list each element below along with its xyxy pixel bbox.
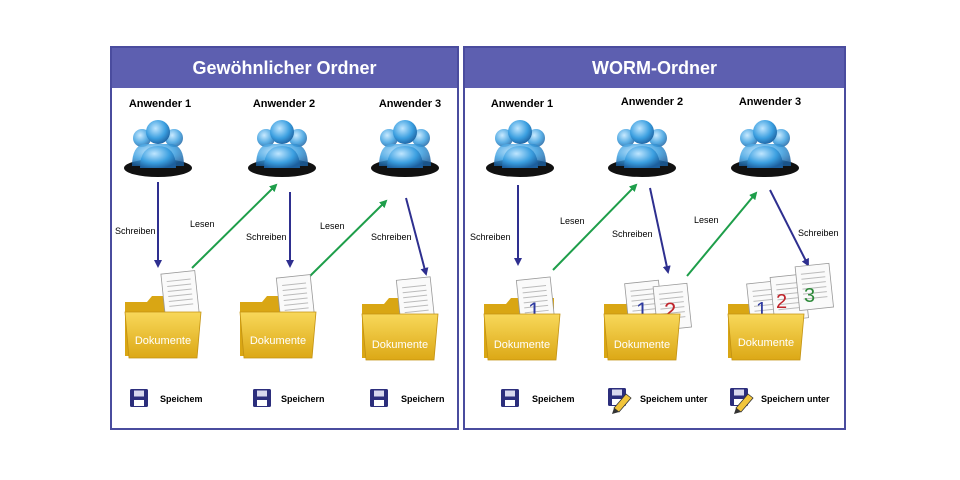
folder-label-right-2: Dokumente	[614, 339, 670, 351]
folder-label-left-3: Dokumente	[372, 339, 428, 351]
save-label-left-3: Speichern	[401, 394, 445, 404]
floppy-icon-left-3	[370, 389, 388, 407]
read-arrow-right-2	[686, 191, 758, 277]
user3-icon-right	[731, 120, 799, 177]
folder-left-3: Dokumente	[361, 276, 439, 361]
save-label-right-1: Speichem	[532, 394, 575, 404]
folder-label-right-1: Dokumente	[494, 339, 550, 351]
floppy-icon-right-1	[501, 389, 519, 407]
folder-label-left-1: Dokumente	[135, 335, 191, 347]
write-arrow-right-2	[649, 187, 671, 274]
read-label-right-1: Lesen	[560, 216, 585, 226]
user2-icon-left	[248, 120, 316, 177]
save-as-label-right-2: Speichem unter	[640, 394, 708, 404]
panel-title-ordinary: Gewöhnlicher Ordner	[112, 48, 457, 88]
panel-title-worm: WORM-Ordner	[465, 48, 844, 88]
user2-icon-right	[608, 120, 676, 177]
read-arrow-left-1	[191, 183, 278, 269]
user1-icon-left	[124, 120, 192, 177]
write-label-left-1: Schreiben	[115, 226, 156, 236]
user3-label-left: Anwender 3	[379, 98, 441, 110]
save-as-icon-right-3	[730, 388, 754, 414]
read-label-left-2: Lesen	[320, 221, 345, 231]
folder-left-1: Dokumente	[124, 270, 202, 359]
user1-icon-right	[486, 120, 554, 177]
user1-label-left: Anwender 1	[129, 98, 191, 110]
write-label-left-2: Schreiben	[246, 232, 287, 242]
save-label-left-2: Speichern	[281, 394, 325, 404]
user3-label-right: Anwender 3	[739, 96, 801, 108]
read-label-right-2: Lesen	[694, 215, 719, 225]
write-label-right-1: Schreiben	[470, 232, 511, 242]
floppy-icon-left-2	[253, 389, 271, 407]
read-label-left-1: Lesen	[190, 219, 215, 229]
folder-label-right-3: Dokumente	[738, 337, 794, 349]
save-as-label-right-3: Speichern unter	[761, 394, 830, 404]
folder-label-left-2: Dokumente	[250, 335, 306, 347]
save-label-left-1: Speichem	[160, 394, 203, 404]
doc-number-right-3-1: 1	[756, 299, 767, 321]
write-label-right-2: Schreiben	[612, 229, 653, 239]
read-arrow-left-2	[309, 199, 388, 277]
folder-right-3: 1 2 3 Dokumente	[727, 262, 835, 361]
folder-right-2: 1 2 Dokumente	[603, 279, 693, 361]
panel-ordinary-folder: Gewöhnlicher Ordner	[110, 46, 459, 430]
user2-label-right: Anwender 2	[621, 96, 683, 108]
user3-icon-left	[371, 120, 439, 177]
write-label-left-3: Schreiben	[371, 232, 412, 242]
folder-right-1: 1 Dokumente	[483, 276, 561, 361]
panel-worm-folder: WORM-Ordner	[463, 46, 846, 430]
read-arrow-right-1	[552, 183, 638, 271]
write-arrow-left-3	[405, 197, 429, 276]
save-as-icon-right-2	[608, 388, 632, 414]
write-arrow-right-3	[769, 189, 809, 267]
write-label-right-3: Schreiben	[798, 228, 839, 238]
floppy-icon-left-1	[130, 389, 148, 407]
doc-number-right-3-2: 2	[776, 291, 787, 313]
folder-left-2: Dokumente	[239, 274, 317, 359]
user2-label-left: Anwender 2	[253, 98, 315, 110]
user1-label-right: Anwender 1	[491, 98, 553, 110]
doc-number-right-3-3: 3	[804, 285, 815, 307]
